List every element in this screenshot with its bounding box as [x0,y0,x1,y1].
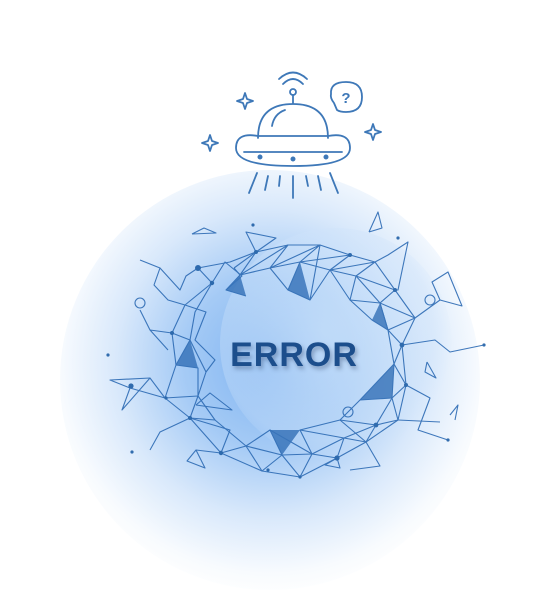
error-title: ERROR [230,336,358,374]
sparkle-icon [201,92,382,152]
question-mark: ? [341,90,350,107]
ufo-icon [201,71,382,199]
network-globe-icon [106,211,486,479]
question-bubble-icon [329,81,363,113]
signal-icon [278,71,308,104]
